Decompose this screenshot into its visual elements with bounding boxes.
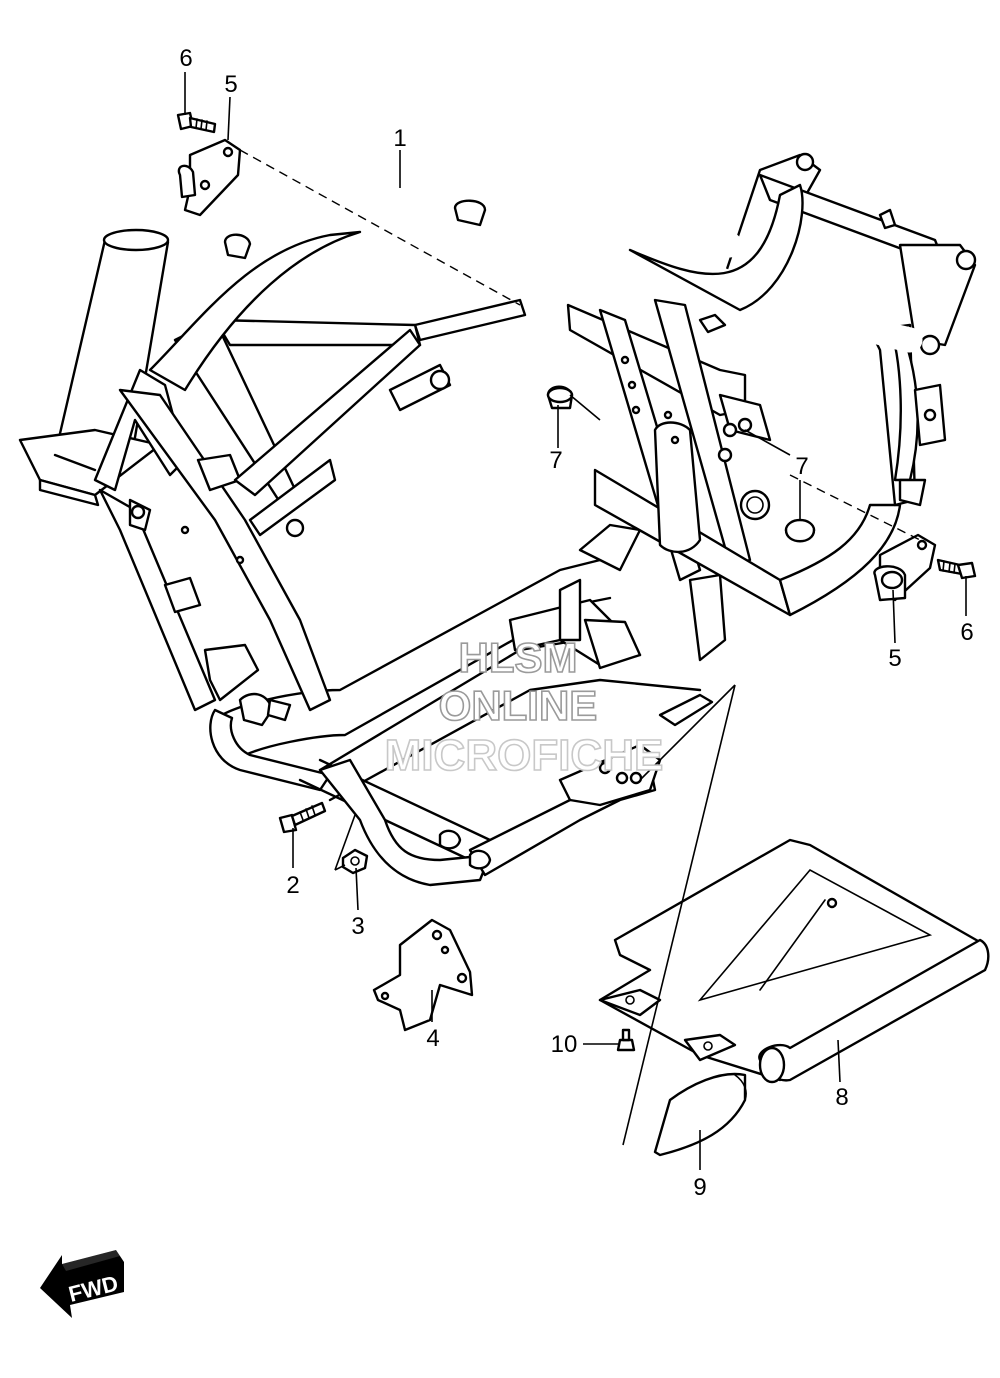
callout-8: 8 bbox=[835, 1084, 848, 1111]
frame-main[interactable] bbox=[18, 152, 977, 887]
frame-steering-head bbox=[18, 228, 422, 727]
bracket-4[interactable] bbox=[372, 918, 474, 1032]
callout-4: 4 bbox=[426, 1025, 439, 1052]
frame-lower-cradle bbox=[209, 523, 727, 887]
cap-7-right[interactable] bbox=[784, 518, 816, 543]
cover-8[interactable] bbox=[598, 838, 990, 1084]
watermark: HLSM ONLINE MICROFICHE bbox=[384, 633, 664, 781]
callout-6-right: 6 bbox=[960, 619, 973, 646]
callout-labels: 6 5 1 7 7 5 6 2 3 4 10 8 9 bbox=[179, 45, 973, 1201]
callout-5-right: 5 bbox=[888, 645, 901, 672]
callout-7-left: 7 bbox=[549, 447, 562, 474]
callout-2: 2 bbox=[286, 872, 299, 899]
watermark-line-1: HLSM bbox=[459, 634, 578, 681]
fwd-arrow-icon bbox=[40, 1250, 124, 1318]
callout-6-top: 6 bbox=[179, 45, 192, 72]
frame-top-tubes bbox=[137, 175, 923, 412]
bracket-5-right[interactable] bbox=[873, 533, 937, 602]
nut-3[interactable] bbox=[341, 848, 369, 875]
callout-1: 1 bbox=[393, 125, 406, 152]
dashed-alignment-lines bbox=[239, 149, 921, 541]
fwd-direction-badge: FWD bbox=[40, 1250, 124, 1318]
callout-9: 9 bbox=[693, 1174, 706, 1201]
bolt-6-right[interactable] bbox=[936, 558, 977, 580]
watermark-line-2: ONLINE bbox=[439, 682, 598, 729]
bolt-2[interactable] bbox=[278, 801, 327, 834]
bolt-6-top[interactable] bbox=[176, 111, 217, 134]
cap-7-left[interactable] bbox=[546, 385, 574, 410]
callout-3: 3 bbox=[351, 913, 364, 940]
watermark-line-3: MICROFICHE bbox=[385, 731, 664, 780]
callout-7-right: 7 bbox=[795, 453, 808, 480]
callout-5-top: 5 bbox=[224, 71, 237, 98]
screw-10[interactable] bbox=[616, 1028, 636, 1052]
cover-9[interactable] bbox=[653, 1072, 747, 1157]
callout-10: 10 bbox=[551, 1031, 578, 1058]
bracket-5-top[interactable] bbox=[177, 138, 242, 217]
leader-lines bbox=[184, 72, 967, 1170]
